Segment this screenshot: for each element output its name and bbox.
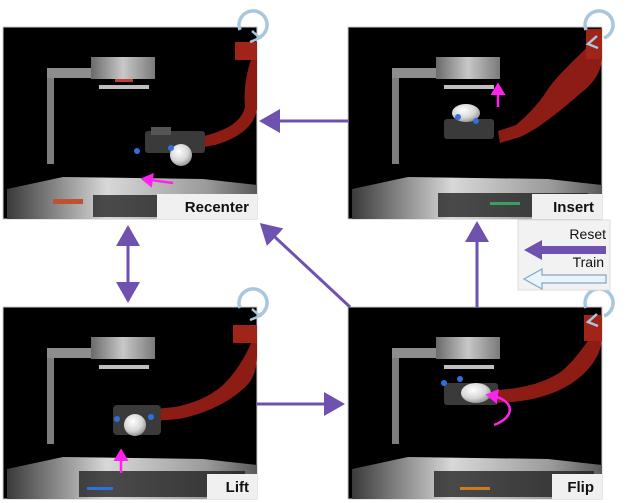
train-arrow-icon [522, 267, 607, 291]
panel-insert: Insert [347, 26, 603, 220]
motion-arrow-icon [485, 388, 512, 427]
circular-arrow-icon [237, 287, 269, 322]
panel-label-flip: Flip [567, 479, 594, 496]
legend: Reset Train [517, 219, 611, 291]
panel-lift: Lift [2, 306, 258, 500]
legend-train-label: Train [573, 254, 604, 270]
circular-arrow-icon [583, 9, 615, 50]
legend-reset-label: Reset [569, 226, 606, 242]
motion-arrow-icon [140, 172, 174, 188]
panel-label-lift: Lift [226, 479, 249, 496]
panel-label-insert: Insert [553, 199, 594, 216]
panel-flip: Flip [347, 306, 603, 500]
panel-recenter: Recenter [2, 26, 258, 220]
reset-arrow-icon [524, 240, 606, 260]
panel-label-recenter: Recenter [185, 199, 249, 216]
circular-arrow-icon [237, 9, 269, 44]
edge-flip-to-recenter [259, 222, 352, 309]
